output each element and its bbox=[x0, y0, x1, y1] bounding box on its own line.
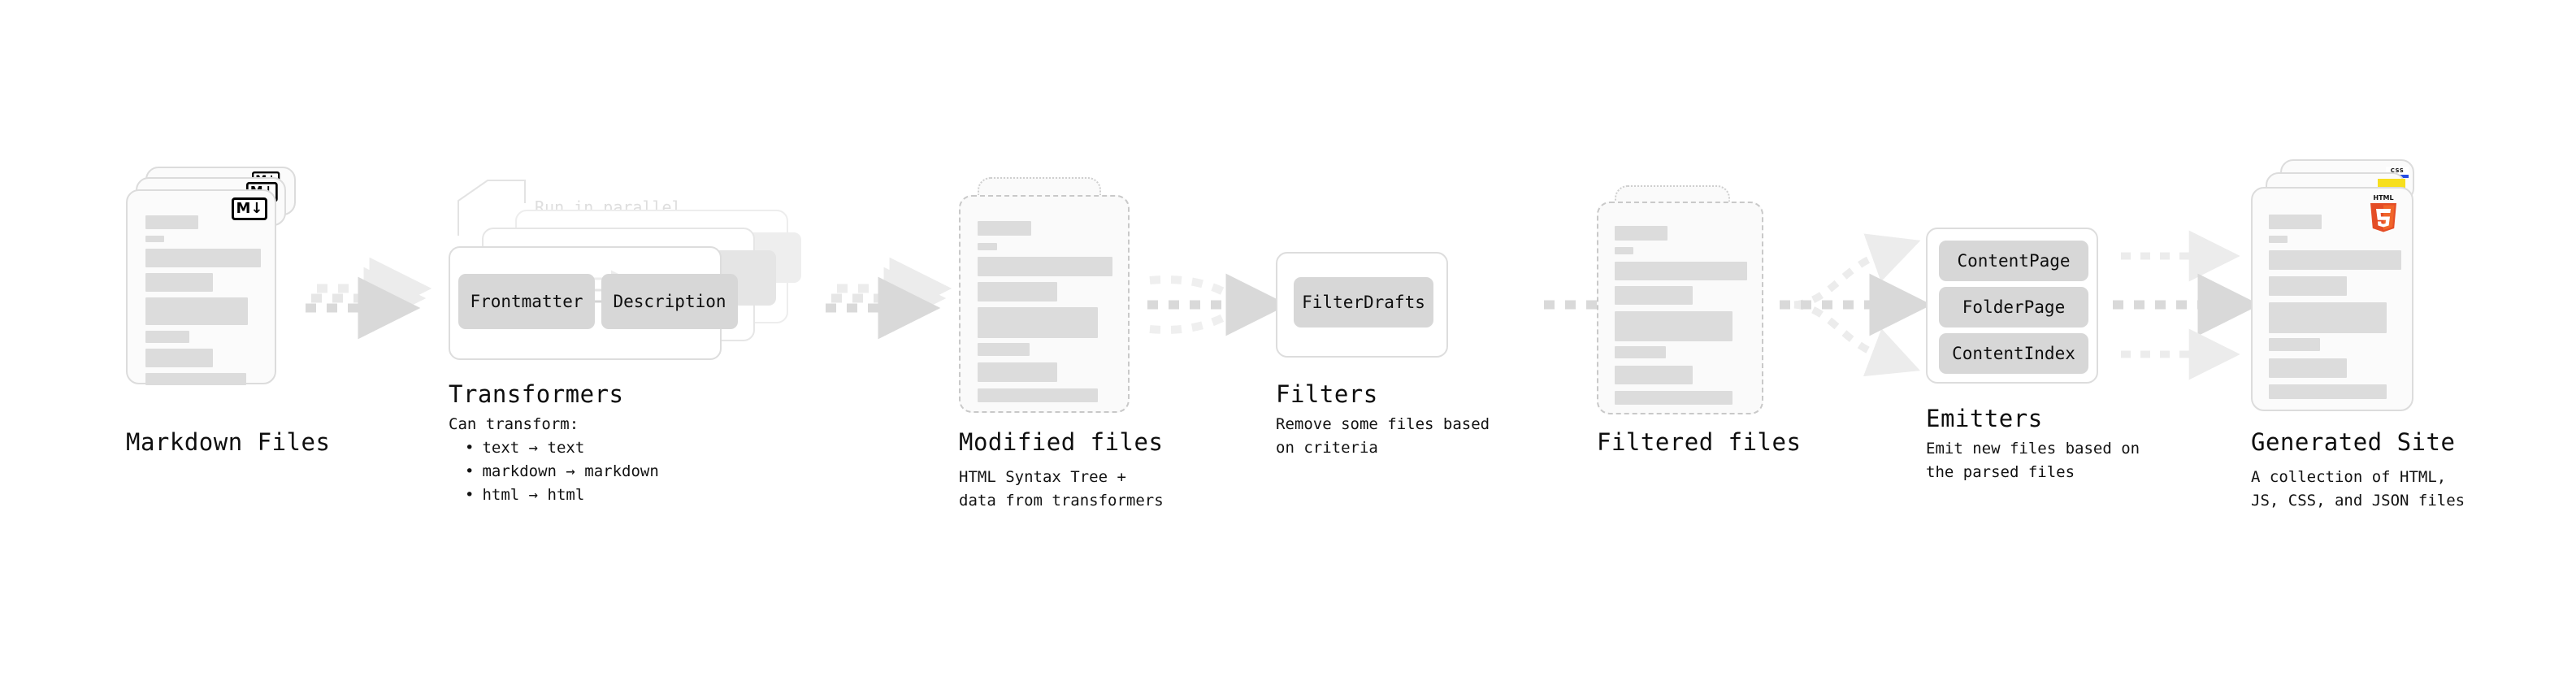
generated-doc-body bbox=[2253, 189, 2412, 410]
transformers-description: Can transform: text → text markdown → ma… bbox=[449, 413, 659, 507]
doc-bar bbox=[145, 297, 248, 325]
doc-bar bbox=[2269, 384, 2387, 399]
doc-bar bbox=[1615, 262, 1747, 280]
doc-bar bbox=[2269, 250, 2401, 270]
doc-bar bbox=[145, 273, 213, 292]
chip-contentindex[interactable]: ContentIndex bbox=[1939, 333, 2088, 374]
arrow-modified-to-filters bbox=[1147, 273, 1289, 336]
doc-bar bbox=[978, 362, 1057, 382]
doc-bar bbox=[145, 373, 246, 385]
arrow-filtered-to-emitters bbox=[1780, 233, 1932, 377]
doc-bar bbox=[978, 388, 1098, 402]
doc-bar bbox=[145, 349, 213, 367]
stage-title-filters: Filters bbox=[1276, 380, 1378, 408]
doc-bar bbox=[1615, 247, 1633, 254]
doc-bar bbox=[145, 331, 189, 343]
stage-title-emitters: Emitters bbox=[1926, 405, 2043, 432]
transformers-bullet: text → text bbox=[465, 436, 659, 460]
doc-bar bbox=[145, 249, 261, 267]
doc-bar bbox=[1615, 226, 1667, 241]
stage-title-transformers: Transformers bbox=[449, 380, 624, 408]
filtered-doc-body bbox=[1598, 203, 1762, 413]
doc-bar bbox=[145, 236, 164, 242]
transformers-desc-heading: Can transform: bbox=[449, 415, 579, 433]
arrow-markdown-to-transformers bbox=[306, 257, 432, 340]
filtered-doc-front bbox=[1597, 202, 1763, 414]
transformers-bullet: html → html bbox=[465, 484, 659, 507]
doc-bar bbox=[1615, 311, 1733, 341]
doc-bar bbox=[2269, 358, 2347, 378]
doc-bar bbox=[1615, 366, 1693, 384]
modified-doc-front bbox=[959, 195, 1130, 413]
doc-bar bbox=[2269, 302, 2387, 333]
transformers-bullet-list: text → text markdown → markdown html → h… bbox=[449, 436, 659, 507]
doc-bar bbox=[2269, 276, 2347, 296]
chip-contentpage[interactable]: ContentPage bbox=[1939, 241, 2088, 281]
stage-title-markdown: Markdown Files bbox=[126, 428, 331, 456]
doc-bar bbox=[978, 257, 1112, 276]
arrow-transformers-to-modified bbox=[826, 257, 952, 340]
doc-bar bbox=[145, 215, 198, 229]
chip-frontmatter[interactable]: Frontmatter bbox=[458, 274, 595, 329]
doc-bar bbox=[2269, 215, 2322, 229]
doc-bar bbox=[2269, 338, 2320, 351]
doc-bar bbox=[978, 343, 1030, 356]
chip-folderpage[interactable]: FolderPage bbox=[1939, 287, 2088, 327]
chip-description[interactable]: Description bbox=[601, 274, 738, 329]
transformer-box-front: Frontmatter Description bbox=[449, 246, 738, 360]
doc-bar bbox=[978, 282, 1057, 301]
stage-title-filtered: Filtered files bbox=[1597, 428, 1802, 456]
svg-text:HTML: HTML bbox=[2373, 194, 2393, 202]
emitters-box: ContentPage FolderPage ContentIndex bbox=[1926, 228, 2098, 384]
arrow-emitters-to-generated bbox=[2113, 230, 2261, 380]
doc-bar bbox=[2269, 236, 2288, 243]
doc-bar bbox=[978, 307, 1098, 338]
filters-box: FilterDrafts bbox=[1276, 252, 1448, 358]
stage-title-modified: Modified files bbox=[959, 428, 1164, 456]
doc-bar bbox=[1615, 286, 1693, 305]
stage-title-generated: Generated Site bbox=[2251, 428, 2456, 456]
doc-bar bbox=[1615, 391, 1733, 405]
modified-description: HTML Syntax Tree + data from transformer… bbox=[959, 468, 1164, 510]
doc-bar bbox=[1615, 346, 1666, 358]
markdown-doc-front bbox=[126, 189, 276, 385]
md-icon: M↓ bbox=[232, 197, 267, 220]
filters-description: Remove some files based on criteria bbox=[1276, 415, 1490, 457]
markdown-doc-body bbox=[128, 191, 275, 385]
modified-doc-body bbox=[961, 197, 1128, 411]
transformers-bullet: markdown → markdown bbox=[465, 460, 658, 484]
doc-bar bbox=[978, 243, 997, 250]
html5-icon: HTML bbox=[2366, 193, 2400, 234]
emitters-description: Emit new files based on the parsed files bbox=[1926, 440, 2140, 481]
generated-description: A collection of HTML, JS, CSS, and JSON … bbox=[2251, 468, 2465, 510]
doc-bar bbox=[978, 221, 1031, 236]
chip-filterdrafts[interactable]: FilterDrafts bbox=[1294, 277, 1433, 327]
